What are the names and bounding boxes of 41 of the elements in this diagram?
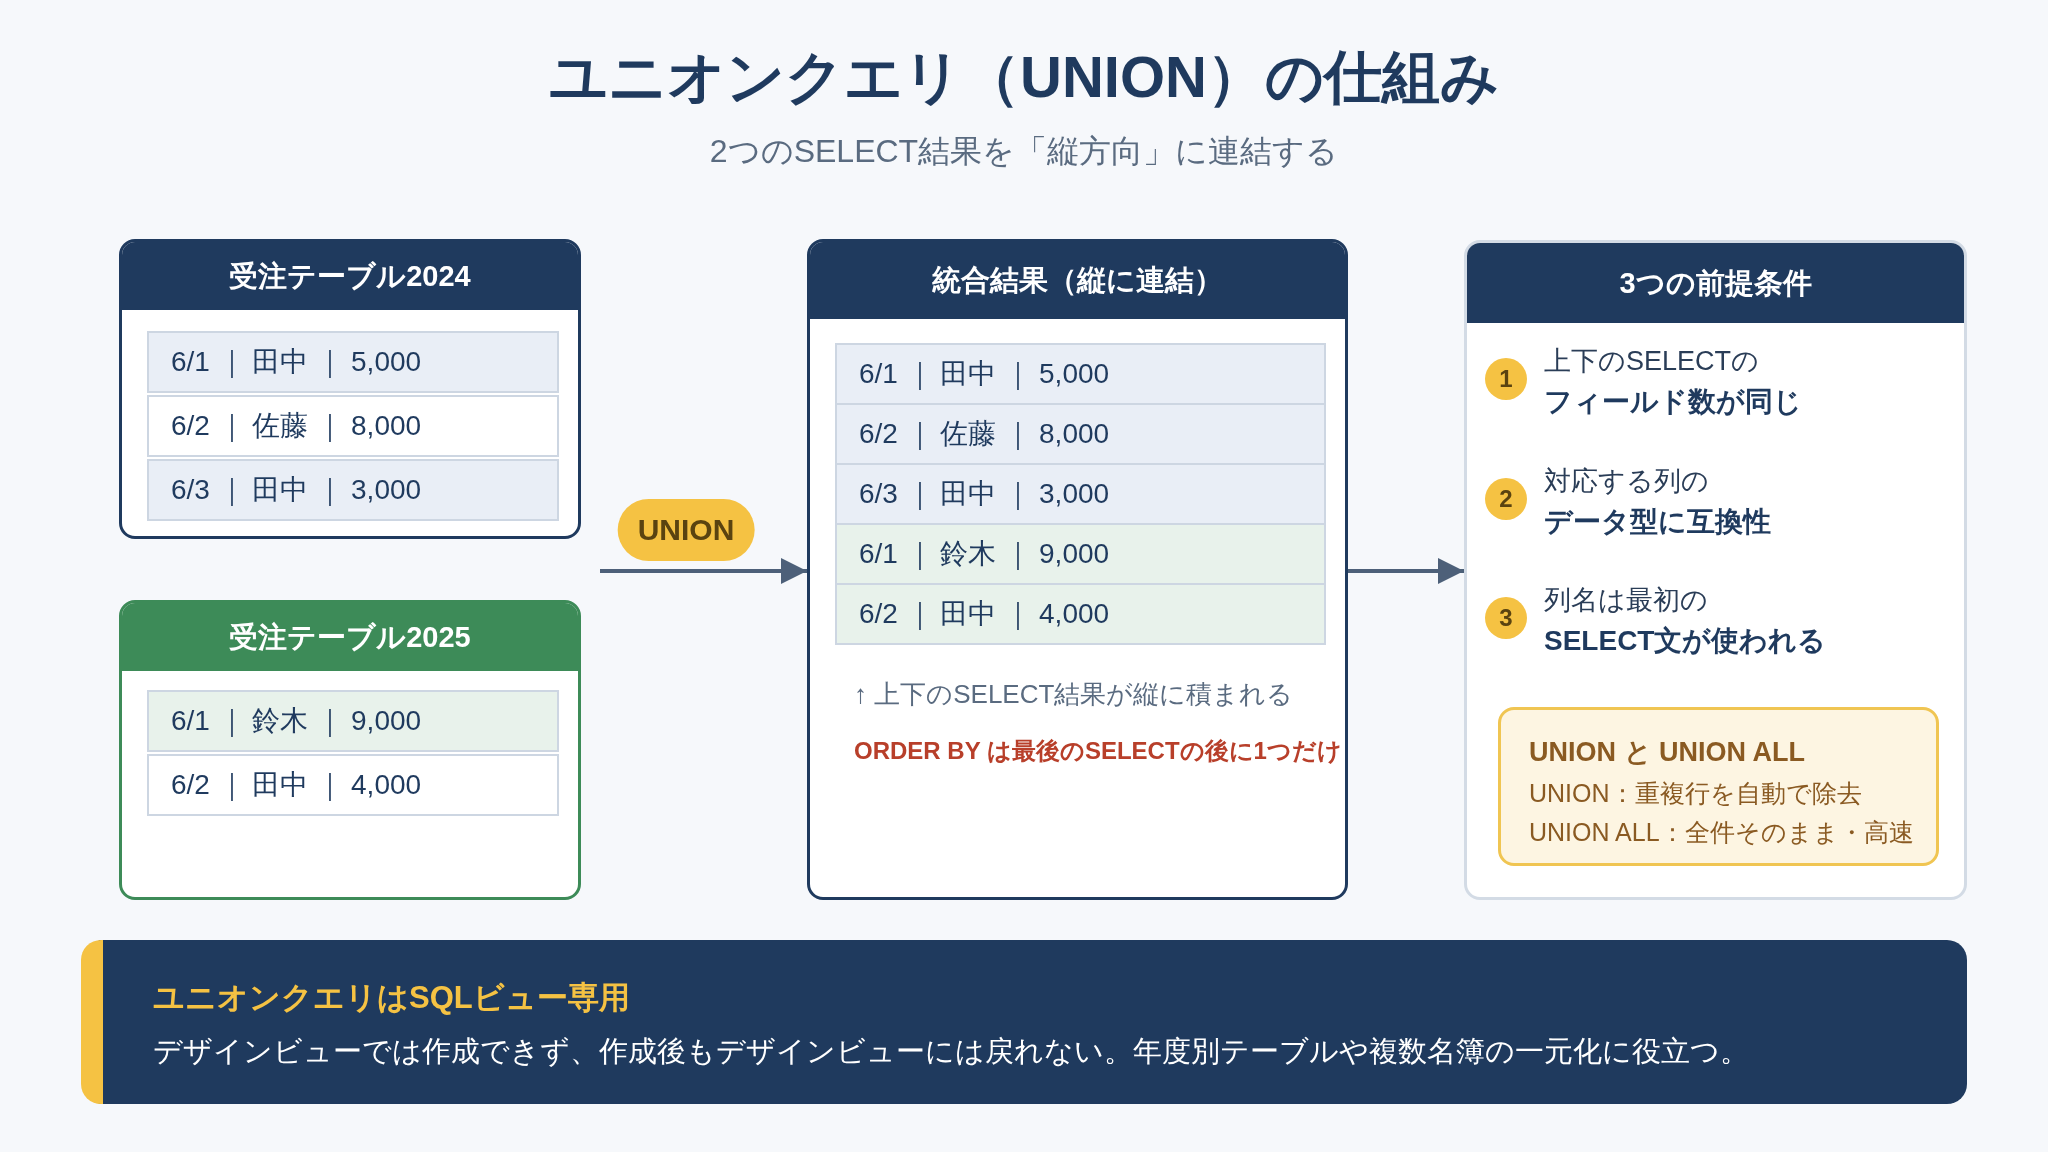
data-row: 6/1 ｜ 鈴木 ｜ 9,000 — [147, 690, 559, 752]
data-row: 6/2 ｜ 佐藤 ｜ 8,000 — [147, 395, 559, 457]
data-row: 6/2 ｜ 佐藤 ｜ 8,000 — [835, 403, 1326, 465]
condition-text: 上下のSELECTの — [1544, 345, 1760, 378]
panel-header: 受注テーブル2024 — [122, 242, 578, 310]
data-row: 6/2 ｜ 田中 ｜ 4,000 — [835, 583, 1326, 645]
callout-text: UNION：重複行を自動で除去 — [1529, 777, 1862, 809]
data-row: 6/1 ｜ 田中 ｜ 5,000 — [835, 343, 1326, 405]
table-panel — [119, 600, 581, 900]
panel-header: 受注テーブル2025 — [122, 603, 578, 671]
info-callout — [1498, 707, 1939, 866]
condition-text: 列名は最初の — [1544, 584, 1708, 617]
data-row: 6/3 ｜ 田中 ｜ 3,000 — [835, 463, 1326, 525]
table-panel — [119, 239, 581, 539]
title: ユニオンクエリ（UNION）の仕組み — [549, 43, 1499, 111]
banner-heading: ユニオンクエリはSQLビュー専用 — [153, 979, 630, 1017]
step-number: 1 — [1485, 358, 1527, 400]
condition-highlight: SELECT文が使われる — [1544, 624, 1827, 658]
panel-header: 統合結果（縦に連結） — [810, 242, 1345, 319]
callout-text: UNION ALL：全件そのまま・高速 — [1529, 816, 1914, 848]
condition-text: 対応する列の — [1544, 465, 1709, 498]
step-number: 3 — [1485, 597, 1527, 639]
panel-header: 3つの前提条件 — [1467, 243, 1964, 323]
data-row: 6/3 ｜ 田中 ｜ 3,000 — [147, 459, 559, 521]
condition-highlight: フィールド数が同じ — [1544, 385, 1802, 419]
subtitle: 2つのSELECT結果を「縦方向」に連結する — [709, 132, 1339, 171]
edge-label: UNION — [617, 499, 755, 561]
arrow — [1348, 558, 1464, 584]
arrow — [600, 558, 807, 584]
condition-highlight: データ型に互換性 — [1544, 505, 1771, 539]
result-panel — [807, 239, 1348, 900]
data-row: 6/1 ｜ 鈴木 ｜ 9,000 — [835, 523, 1326, 585]
note-text: ↑ 上下のSELECT結果が縦に積まれる — [854, 678, 1294, 711]
conditions-panel — [1464, 240, 1967, 900]
step-number: 2 — [1485, 478, 1527, 520]
note-banner — [81, 940, 1967, 1104]
callout-heading: UNION と UNION ALL — [1529, 736, 1805, 769]
data-row: 6/1 ｜ 田中 ｜ 5,000 — [147, 331, 559, 393]
data-row: 6/2 ｜ 田中 ｜ 4,000 — [147, 754, 559, 816]
warning-text: ORDER BY は最後のSELECTの後に1つだけ — [854, 736, 1342, 766]
banner-text: デザインビューでは作成できず、作成後もデザインビューには戻れない。年度別テーブルや複数名簿の一元化に役立つ。 — [153, 1034, 1749, 1070]
